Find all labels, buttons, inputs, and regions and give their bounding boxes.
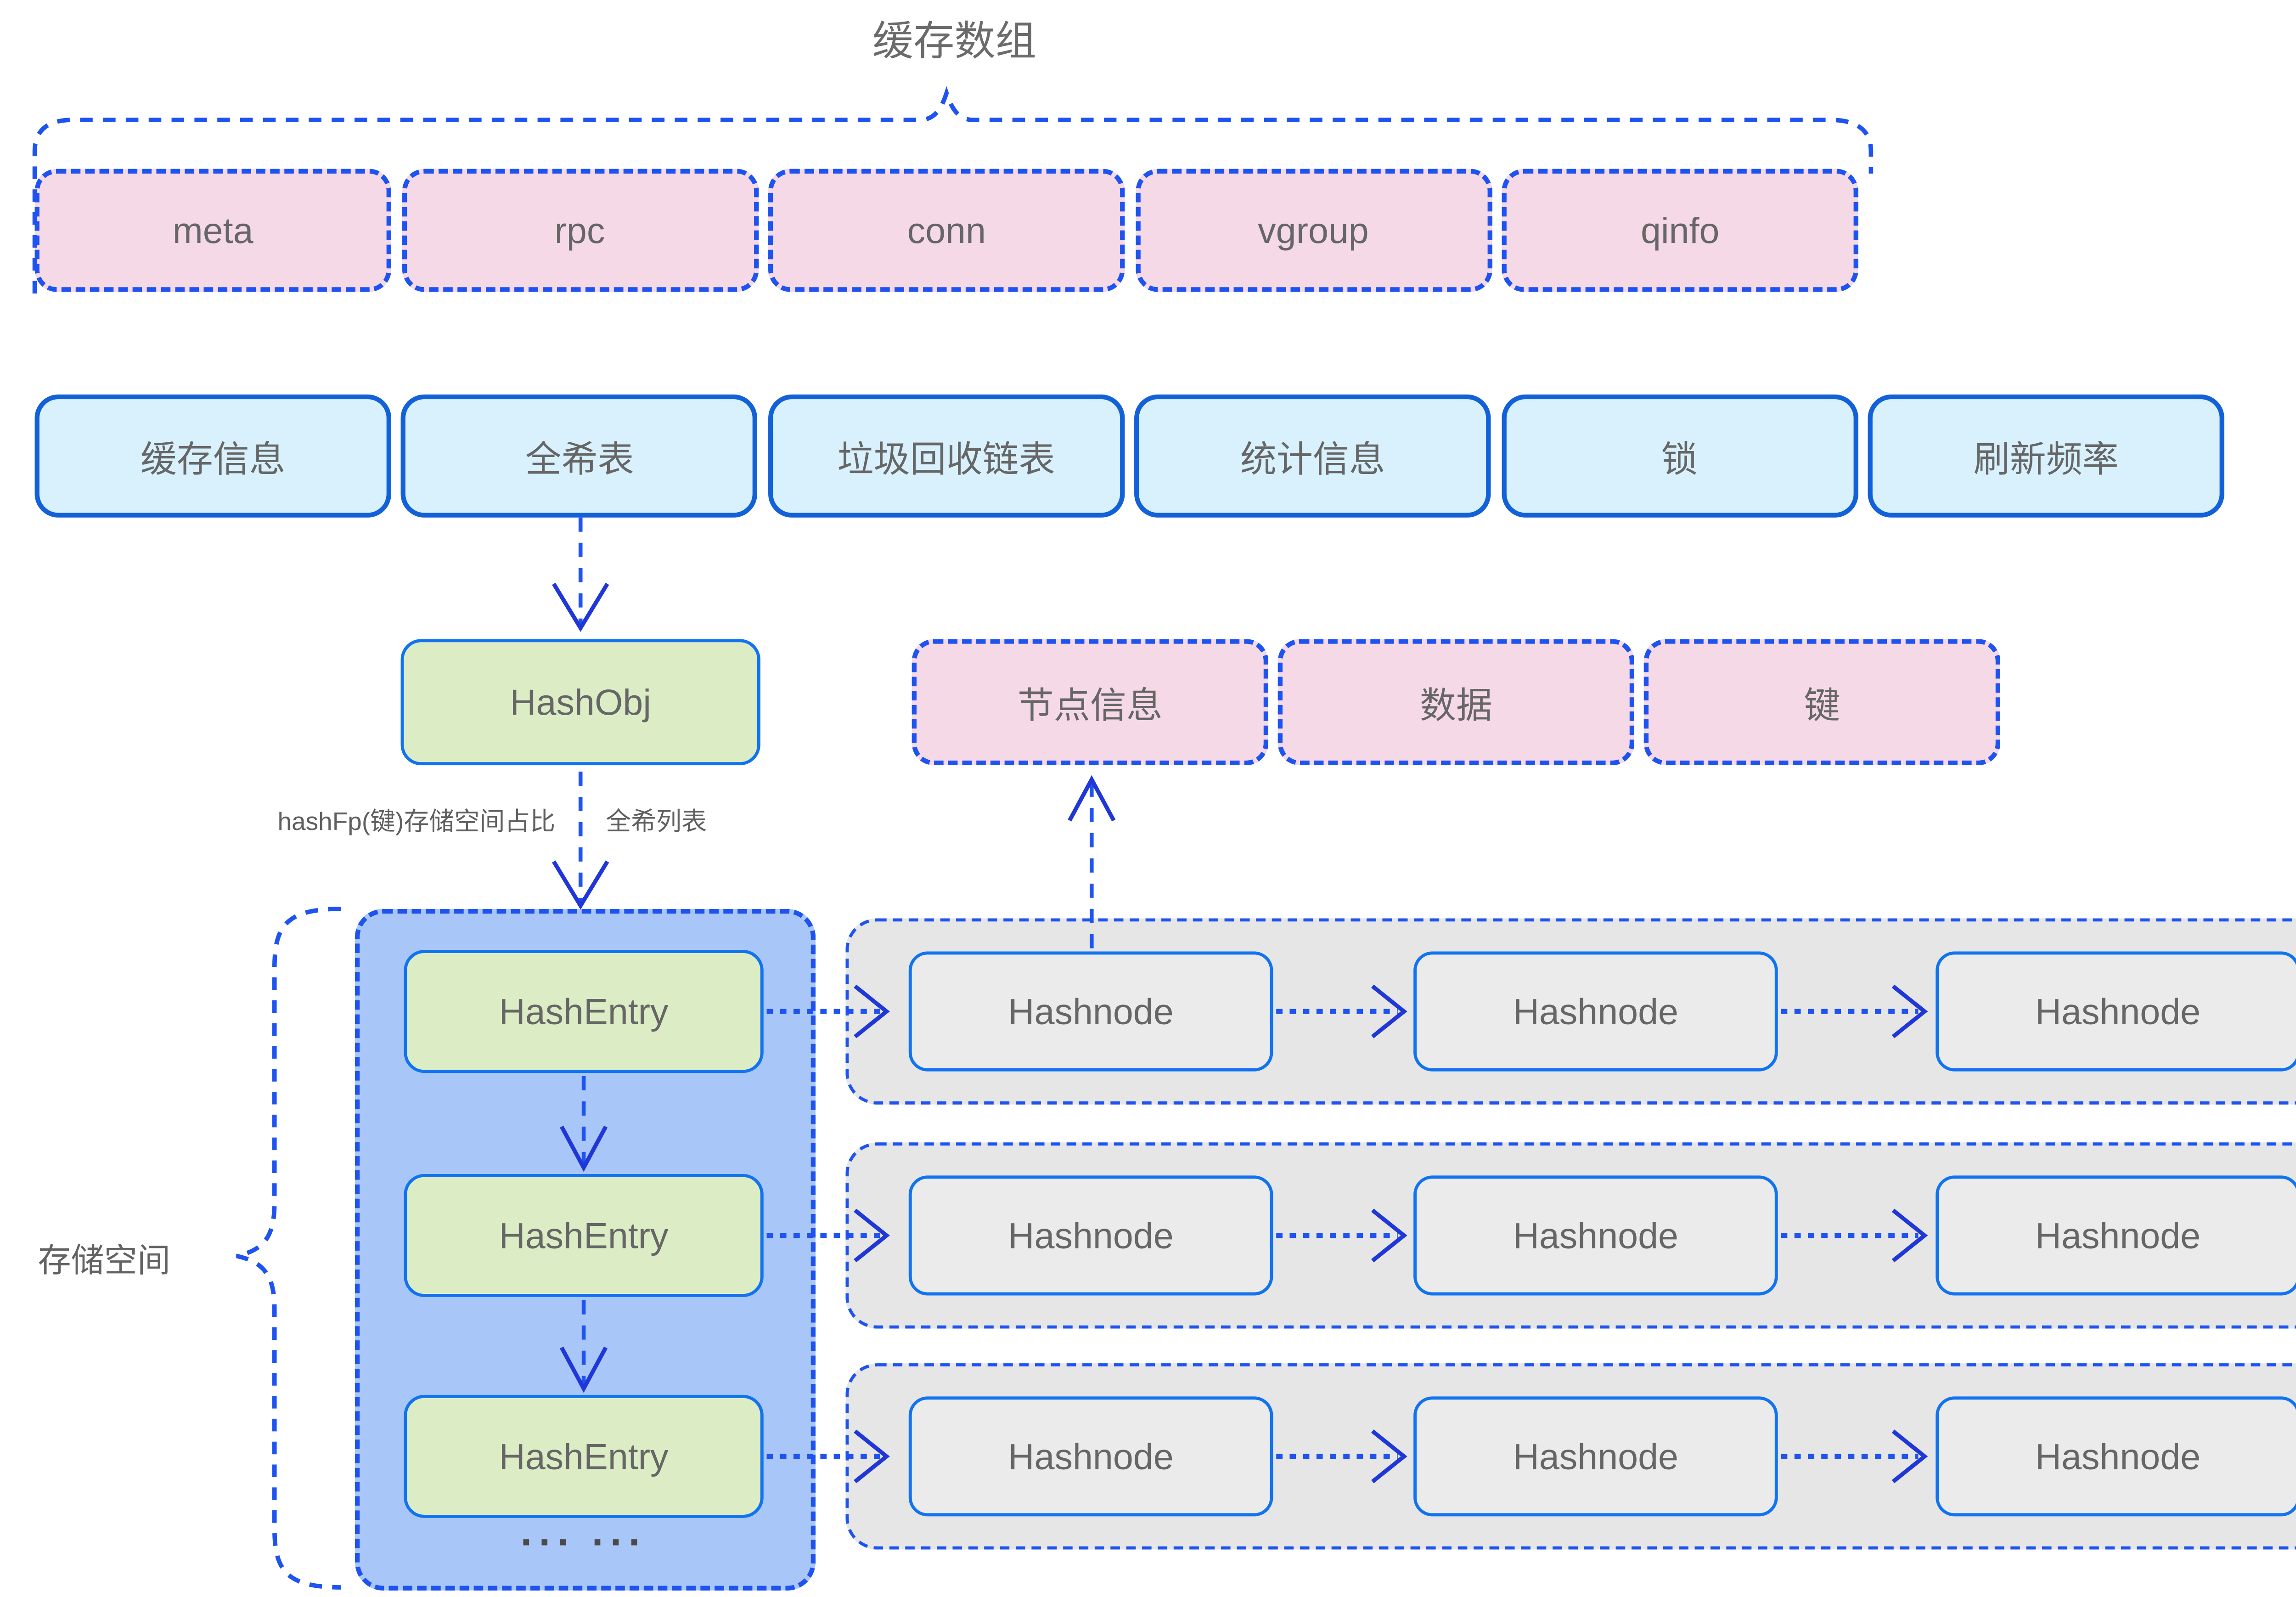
hashobj-box: HashObj xyxy=(400,639,760,766)
cache-array-cell-qinfo: qinfo xyxy=(1502,169,1858,292)
cache-array-cell-vgroup: vgroup xyxy=(1135,169,1492,292)
storage-space-label: 存储空间 xyxy=(38,1243,171,1280)
cache-array-cell-rpc: rpc xyxy=(401,169,758,292)
cache-field-cacheinfo: 缓存信息 xyxy=(34,394,391,518)
cache-array-cell-conn: conn xyxy=(768,169,1125,292)
cache-field-lock: 锁 xyxy=(1501,394,1858,518)
storage-ellipsis: ··· ··· xyxy=(520,1518,647,1565)
cache-array-cell-meta: meta xyxy=(34,169,391,292)
hashentry-box-3: HashEntry xyxy=(404,1394,764,1518)
hashnode-box: Hashnode xyxy=(908,951,1273,1072)
cache-field-gclist: 垃圾回收链表 xyxy=(768,394,1125,518)
arrow-hashtable-to-hashobj xyxy=(552,517,609,632)
cache-field-hashtable: 全希表 xyxy=(401,394,758,518)
node-field-key: 键 xyxy=(1643,639,2001,766)
arrow-hashobj-to-storage xyxy=(552,771,609,910)
diagram-title: 缓存数组 xyxy=(872,17,1037,65)
hashentry-box-1: HashEntry xyxy=(404,950,764,1073)
storage-space-brace xyxy=(236,906,341,1590)
hashnode-box: Hashnode xyxy=(908,1396,1273,1517)
hashnode-box: Hashnode xyxy=(1936,1396,2296,1517)
hashnode-box: Hashnode xyxy=(1936,951,2296,1072)
hashnode-box: Hashnode xyxy=(1936,1175,2296,1296)
node-field-data: 数据 xyxy=(1277,639,1635,766)
node-field-nodeinfo: 节点信息 xyxy=(912,639,1269,766)
edge-label-hashlist: 全希列表 xyxy=(606,809,707,836)
hashnode-box: Hashnode xyxy=(908,1175,1273,1296)
hashnode-box: Hashnode xyxy=(1413,951,1778,1072)
cache-field-refresh: 刷新频率 xyxy=(1868,394,2224,518)
hashnode-box: Hashnode xyxy=(1413,1175,1778,1296)
hashnode-box: Hashnode xyxy=(1413,1396,1778,1517)
edge-label-hashfp: hashFp(键)存储空间占比 xyxy=(277,809,556,836)
hashentry-box-2: HashEntry xyxy=(404,1174,764,1297)
cache-field-stats: 统计信息 xyxy=(1134,394,1491,518)
